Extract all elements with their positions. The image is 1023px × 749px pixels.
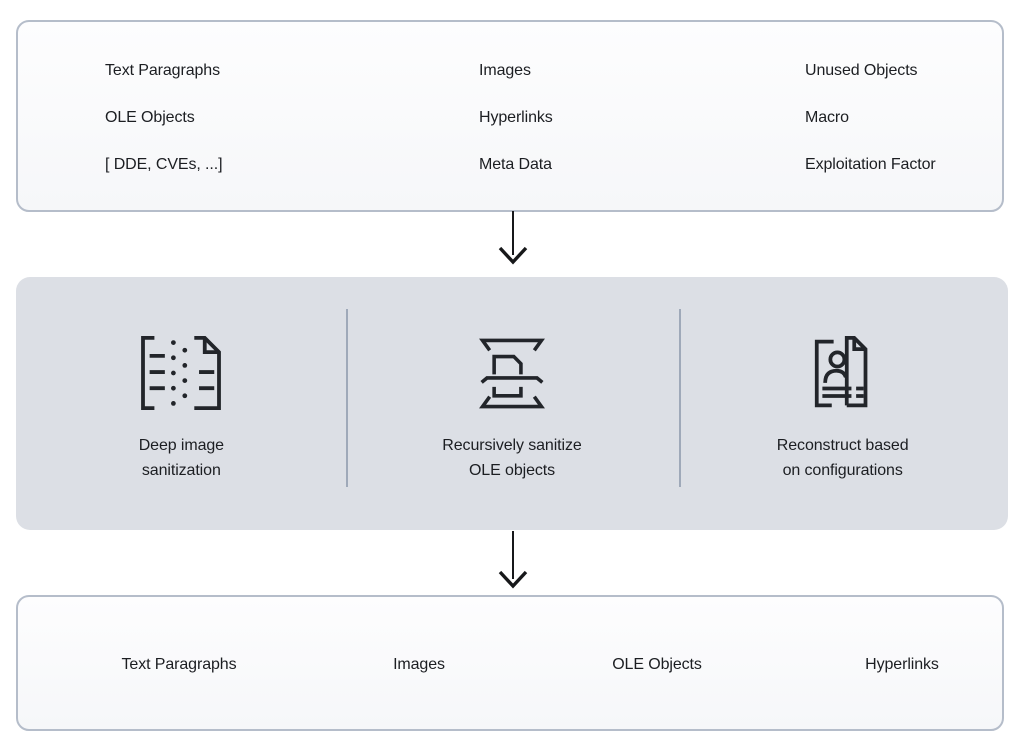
input-item: Text Paragraphs — [105, 62, 221, 79]
input-item: Macro — [805, 109, 849, 126]
output-item: Images — [393, 656, 445, 673]
input-item: OLE Objects — [105, 109, 195, 126]
input-objects-panel: Text Paragraphs OLE Objects [ DDE, CVEs,… — [16, 20, 1004, 212]
reconstruct-configurations-icon — [813, 331, 873, 411]
process-step-reconstruct-configurations: Reconstruct based on configurations — [777, 331, 909, 483]
input-column-2: Images Hyperlinks Meta Data — [479, 62, 553, 173]
divider — [346, 309, 348, 487]
process-step-label: Recursively sanitize OLE objects — [442, 436, 582, 479]
sanitization-process-panel: Deep image sanitization Recursively sani… — [16, 277, 1008, 530]
input-column-1: Text Paragraphs OLE Objects [ DDE, CVEs,… — [105, 62, 223, 173]
input-item: Exploitation Factor — [805, 156, 936, 173]
process-step-recursive-ole-sanitization: Recursively sanitize OLE objects — [442, 331, 582, 483]
process-step-label: Deep image sanitization — [138, 436, 224, 479]
output-item: Text Paragraphs — [121, 656, 237, 673]
process-step-label: Reconstruct based on configurations — [776, 436, 909, 479]
input-column-3: Unused Objects Macro Exploitation Factor — [805, 62, 936, 173]
input-item: Images — [479, 62, 531, 79]
input-item: [ DDE, CVEs, ...] — [105, 156, 223, 173]
deep-image-sanitization-icon — [139, 331, 223, 411]
output-item: Hyperlinks — [865, 656, 939, 673]
divider — [679, 309, 681, 487]
output-objects-panel: Text Paragraphs Images OLE Objects Hyper… — [16, 595, 1004, 731]
input-item: Unused Objects — [805, 62, 918, 79]
input-item: Hyperlinks — [479, 109, 553, 126]
process-step-deep-image-sanitization: Deep image sanitization — [139, 331, 224, 483]
arrow-down-icon — [496, 211, 530, 265]
output-item: OLE Objects — [612, 656, 702, 673]
recursive-ole-sanitization-icon — [478, 331, 546, 411]
input-item: Meta Data — [479, 156, 552, 173]
arrow-down-icon — [496, 531, 530, 589]
